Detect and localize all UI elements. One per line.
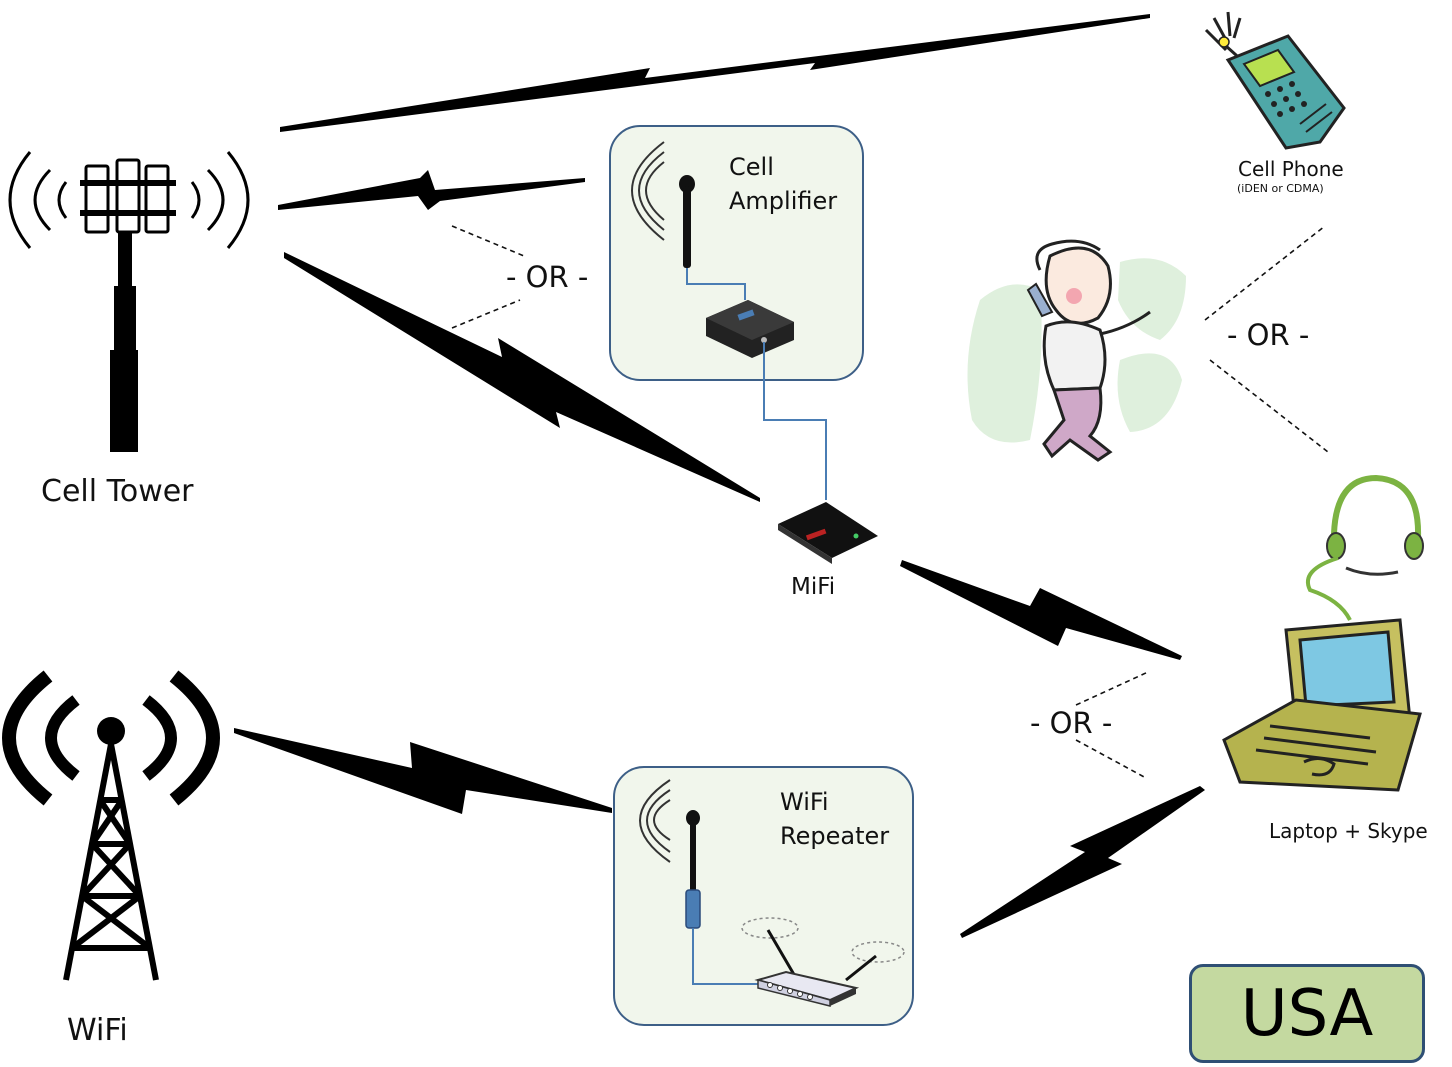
or-separator-top: - OR - <box>506 260 589 294</box>
mifi-device-icon <box>778 502 878 564</box>
antenna-icon <box>639 779 701 929</box>
cell-amplifier-label-line1: Cell <box>729 153 774 181</box>
mifi-label: MiFi <box>791 574 836 600</box>
signal-links <box>234 14 1205 938</box>
cell-phone-label: Cell Phone <box>1238 157 1344 181</box>
amplifier-icon <box>706 300 794 358</box>
wifi-repeater-box <box>613 766 914 1026</box>
wifi-repeater-label-line2: Repeater <box>780 822 890 850</box>
or-separator-bottom: - OR - <box>1030 706 1113 740</box>
or-dashed-lines <box>451 225 1329 779</box>
link-repeater-laptop <box>960 786 1205 938</box>
country-badge: USA <box>1189 964 1425 1063</box>
laptop-label: Laptop + Skype <box>1269 819 1428 843</box>
cell-tower-icon <box>8 151 250 452</box>
antenna-icon <box>631 141 695 268</box>
wifi-repeater-label-line1: WiFi <box>780 788 829 816</box>
cell-phone-sublabel: (iDEN or CDMA) <box>1237 182 1324 195</box>
wifi-label: WiFi <box>67 1013 128 1048</box>
cell-phone-icon <box>1204 11 1346 150</box>
link-tower-phone <box>280 14 1150 132</box>
link-wifi-repeater <box>234 728 612 814</box>
link-tower-mifi <box>284 252 760 502</box>
cell-amplifier-label-line2: Amplifier <box>729 187 838 215</box>
person-talking-icon <box>967 239 1186 462</box>
router-icon <box>741 917 905 1007</box>
link-mifi-laptop <box>900 560 1182 660</box>
wifi-tower-icon <box>2 670 220 981</box>
link-tower-amplifier <box>278 170 585 210</box>
or-separator-right: - OR - <box>1227 318 1310 352</box>
cell-amplifier-box <box>609 125 864 381</box>
cell-tower-label: Cell Tower <box>41 474 194 509</box>
laptop-headset-icon <box>1222 474 1424 792</box>
